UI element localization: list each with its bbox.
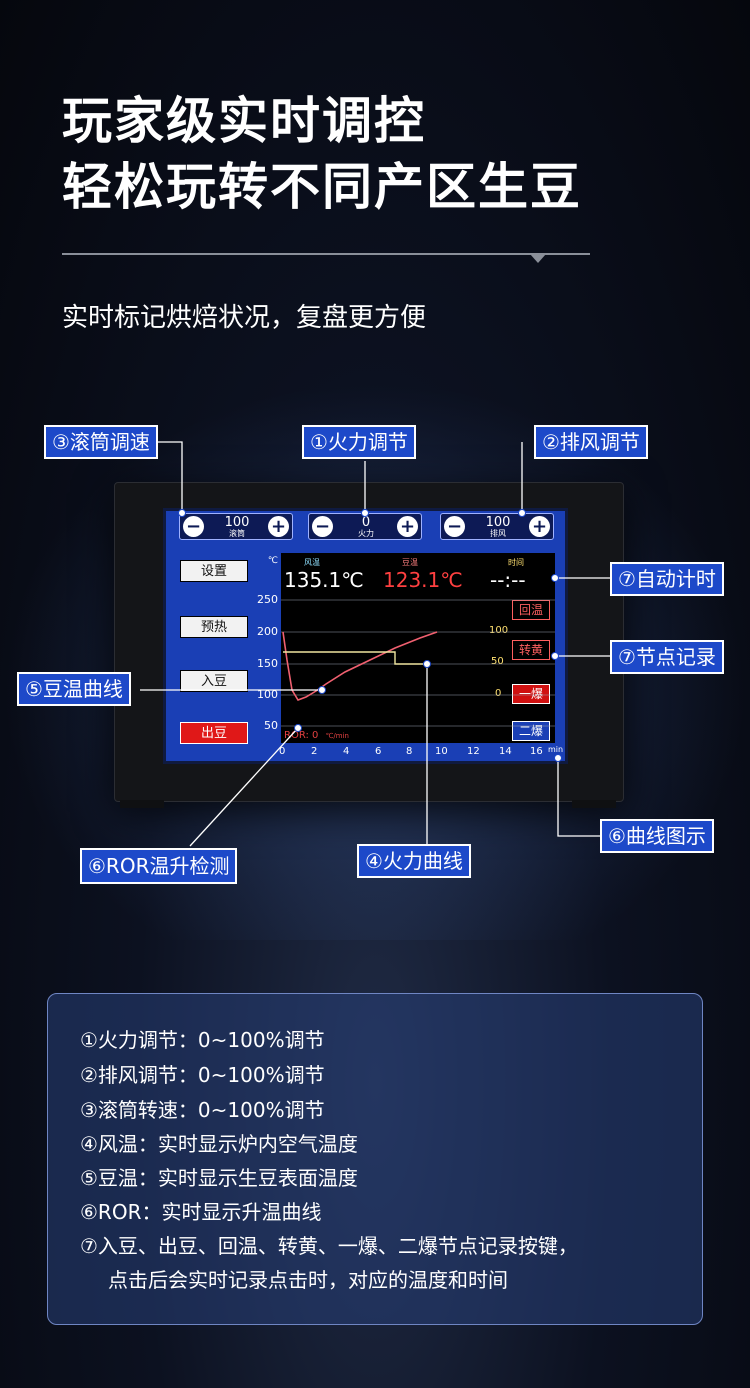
info-line: ⑤豆温：实时显示生豆表面温度 [80, 1166, 358, 1190]
preheat-button[interactable]: 预热 [180, 616, 248, 638]
headline-line-1: 玩家级实时调控 [62, 92, 426, 150]
y-tick: 150 [257, 657, 278, 670]
info-line: ②排风调节：0~100%调节 [80, 1063, 325, 1087]
drum-speed-label: 滚筒 [229, 529, 245, 538]
x-tick: 4 [343, 746, 350, 757]
bean-temp-value: 123.1℃ [383, 568, 463, 592]
info-line: ④风温：实时显示炉内空气温度 [80, 1132, 358, 1156]
fire-power-value: 0 [361, 515, 371, 530]
callout-node-record: ⑦节点记录 [610, 640, 724, 674]
connector-lines [140, 441, 610, 847]
callout-ror: ⑥ROR温升检测 [80, 848, 238, 884]
y-tick: 100 [257, 688, 278, 701]
roast-curve-plot [281, 553, 555, 743]
feature-info-card [47, 993, 703, 1325]
exhaust-label: 排风 [490, 529, 506, 538]
info-line: ③滚筒转速：0~100%调节 [80, 1098, 325, 1122]
plus-icon[interactable]: + [397, 516, 418, 537]
x-tick: 16 [530, 746, 543, 757]
fire-power-label: 火力 [358, 529, 374, 538]
info-line: ⑦入豆、出豆、回温、转黄、一爆、二爆节点记录按键， [80, 1234, 578, 1258]
minus-icon[interactable]: − [444, 516, 465, 537]
callout-fire-curve: ④火力曲线 [357, 844, 471, 878]
callout-bean-curve: ⑤豆温曲线 [17, 672, 131, 706]
divider-notch [530, 254, 546, 263]
ror-unit: ℃/min [325, 732, 349, 740]
x-tick: 2 [311, 746, 318, 757]
yellowing-node-button[interactable]: 转黄 [512, 640, 550, 660]
fire-power-stepper[interactable]: − 0 火力 + [308, 513, 422, 540]
exhaust-stepper[interactable]: − 100 排风 + [440, 513, 554, 540]
headline-line-2: 轻松玩转不同产区生豆 [62, 158, 582, 216]
right-tick: 50 [491, 656, 504, 667]
minus-icon[interactable]: − [183, 516, 204, 537]
settings-button[interactable]: 设置 [180, 560, 248, 582]
x-tick: 0 [279, 746, 286, 757]
callout-fire-power: ①火力调节 [302, 425, 416, 459]
callout-auto-timer: ⑦自动计时 [610, 562, 724, 596]
info-line: ⑥ROR：实时显示升温曲线 [80, 1200, 322, 1224]
ror-readout: ROR: 0 ℃/min [284, 730, 349, 741]
x-tick: 12 [467, 746, 480, 757]
exhaust-value: 100 [485, 515, 511, 530]
drum-speed-value: 100 [224, 515, 250, 530]
timer-value: --:-- [490, 568, 526, 592]
y-tick: 50 [264, 719, 278, 732]
x-tick: 8 [406, 746, 413, 757]
y-tick: 250 [257, 593, 278, 606]
ror-value: ROR: 0 [284, 730, 319, 741]
plot-gridlines [281, 599, 555, 727]
x-tick: 6 [375, 746, 382, 757]
x-unit-label: min [548, 745, 564, 754]
drop-beans-button[interactable]: 出豆 [180, 722, 248, 744]
callout-drum-speed: ③滚筒调速 [44, 425, 158, 459]
drum-speed-stepper[interactable]: − 100 滚筒 + [179, 513, 293, 540]
air-temp-value: 135.1℃ [284, 568, 364, 592]
air-temp-label: 风温 [304, 558, 320, 567]
minus-icon[interactable]: − [312, 516, 333, 537]
callout-exhaust: ②排风调节 [534, 425, 648, 459]
x-tick: 10 [435, 746, 448, 757]
timer-label: 时间 [508, 558, 524, 567]
y-unit-label: ℃ [267, 556, 278, 566]
device-foot-right [572, 800, 616, 808]
info-line: ①火力调节：0~100%调节 [80, 1028, 325, 1052]
info-line: 点击后会实时记录点击时，对应的温度和时间 [108, 1268, 508, 1292]
subtitle: 实时标记烘焙状况，复盘更方便 [62, 303, 427, 333]
bean-temp-label: 豆温 [402, 558, 418, 567]
divider [62, 253, 590, 255]
x-tick: 14 [499, 746, 512, 757]
device-foot-left [120, 800, 164, 808]
plus-icon[interactable]: + [268, 516, 289, 537]
fire-power-curve [283, 651, 428, 665]
y-tick: 200 [257, 625, 278, 638]
right-tick: 0 [495, 688, 502, 699]
first-crack-node-button[interactable]: 一爆 [512, 684, 550, 704]
headline: 玩家级实时调控 轻松玩转不同产区生豆 [62, 88, 582, 220]
charge-beans-button[interactable]: 入豆 [180, 670, 248, 692]
reheat-node-button[interactable]: 回温 [512, 600, 550, 620]
plus-icon[interactable]: + [529, 516, 550, 537]
callout-curve-legend: ⑥曲线图示 [600, 819, 714, 853]
right-tick: 100 [489, 625, 509, 636]
